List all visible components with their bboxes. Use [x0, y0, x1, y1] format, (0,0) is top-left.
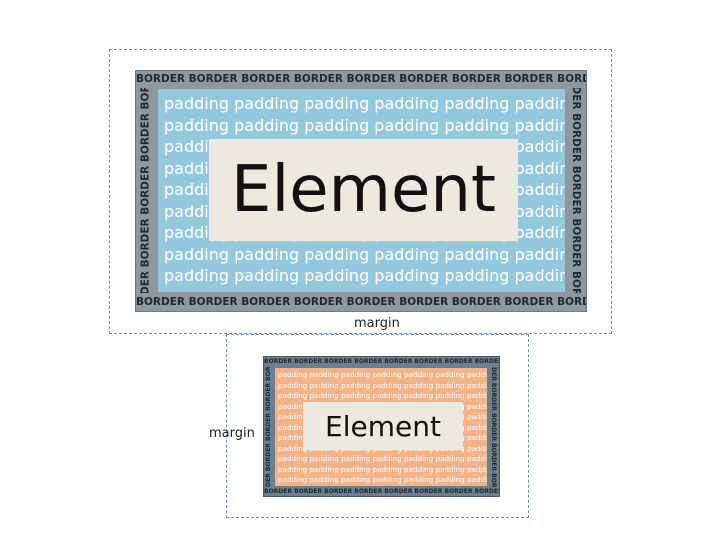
small-padding-text: padding padding padding padding padding …	[278, 454, 487, 463]
large-margin-outline	[109, 49, 612, 334]
small-border-right: BORDER BORDER BORDER BORDER BORDER	[488, 367, 499, 487]
large-border-right: BORDER BORDER BORDER BORDER BORDER	[566, 88, 586, 293]
large-border-bottom-text: BORDER BORDER BORDER BORDER BORDER BORDE…	[136, 295, 586, 308]
large-border-bottom: BORDER BORDER BORDER BORDER BORDER BORDE…	[136, 294, 586, 310]
small-border-bottom-text: BORDER BORDER BORDER BORDER BORDER BORDE…	[264, 488, 499, 495]
large-element-label: Element	[231, 153, 496, 227]
small-border-top-text: BORDER BORDER BORDER BORDER BORDER BORDE…	[264, 358, 499, 365]
small-padding-text: padding padding padding padding padding …	[278, 380, 487, 390]
large-margin-label: margin	[354, 316, 400, 331]
small-padding-text: padding padding padding padding padding …	[278, 464, 487, 474]
large-padding-text: padding padding padding padding padding …	[164, 115, 565, 135]
large-padding-text: padding padding padding padding padding …	[164, 94, 565, 113]
large-border-left-text: BORDER BORDER BORDER BORDER BORDER	[139, 88, 152, 293]
small-element-label: Element	[325, 409, 441, 443]
large-padding-text: padding padding padding padding padding …	[164, 244, 565, 264]
large-border-left: BORDER BORDER BORDER BORDER BORDER	[136, 88, 156, 293]
large-border-top: BORDER BORDER BORDER BORDER BORDER BORDE…	[136, 71, 586, 87]
small-border-left: BORDER BORDER BORDER BORDER BORDER	[264, 367, 275, 487]
small-border-top: BORDER BORDER BORDER BORDER BORDER BORDE…	[264, 357, 499, 367]
small-border-bottom: BORDER BORDER BORDER BORDER BORDER BORDE…	[264, 487, 499, 497]
small-margin-label: margin	[209, 426, 255, 441]
small-padding-text: padding padding padding padding padding …	[278, 475, 487, 484]
small-border-left-text: BORDER BORDER BORDER BORDER BORDER	[265, 367, 273, 487]
large-element-box: Element	[209, 139, 518, 241]
small-padding-text: padding padding padding padding padding …	[278, 391, 487, 400]
small-padding-text: padding padding padding padding padding …	[278, 370, 487, 379]
large-border-top-text: BORDER BORDER BORDER BORDER BORDER BORDE…	[136, 72, 586, 85]
small-margin-outline	[226, 334, 529, 518]
large-padding-text: padding padding padding padding padding …	[164, 266, 565, 285]
small-border-right-text: BORDER BORDER BORDER BORDER BORDER	[490, 367, 498, 487]
large-border-right-text: BORDER BORDER BORDER BORDER BORDER	[570, 88, 583, 293]
small-element-box: Element	[303, 402, 463, 450]
